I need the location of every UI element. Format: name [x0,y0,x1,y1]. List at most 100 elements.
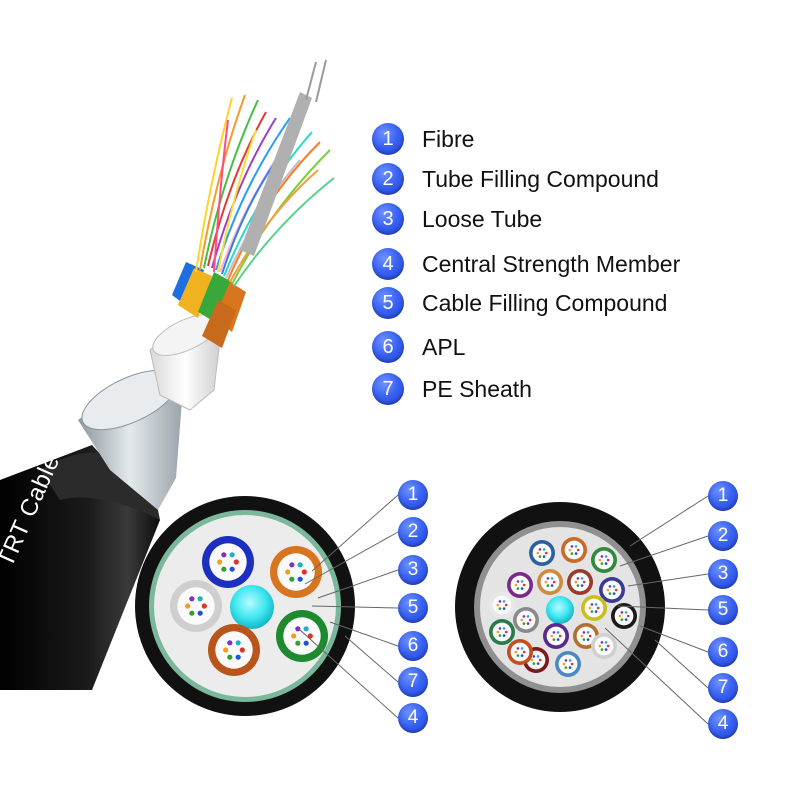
fibre-dot [522,615,526,618]
legend-item-cable-filling-compound: 5 Cable Filling Compound [372,286,667,320]
fibre-dot [189,610,195,616]
fibre-dot [558,634,562,638]
fibre-dot [588,606,592,610]
fibre-dot [544,551,548,555]
callout-left-7: 7 [398,667,428,697]
fibre-dot [197,610,203,616]
fibre-dot [618,614,622,618]
fibre-dot [289,562,295,568]
callout-right-7: 7 [708,673,738,703]
legend-badge: 3 [372,203,404,235]
tube-orange-2 [202,300,236,348]
fibre-dot [574,545,578,548]
callout-left-2: 2 [398,517,428,547]
fibre-dot [606,558,610,562]
fibre-dot [552,580,556,584]
fibre-dot [536,662,540,665]
fibre-dot [498,627,502,630]
loose-tube [270,546,322,598]
fibre-dot [498,607,502,610]
fibre-dot [564,666,568,669]
fibre-dot [520,654,524,657]
fibre-dot [562,662,566,666]
fibre-dot [223,647,229,653]
fibre-dot [526,622,530,625]
legend-badge: 5 [372,287,404,319]
fibre-dot [528,618,532,622]
cross-section-right [455,502,665,712]
loose-tube [507,572,533,598]
fibre-dot [600,641,604,644]
fibre-dot [586,631,590,634]
fibre-dot [590,603,594,606]
loose-tube [489,592,515,618]
fibre-dot [516,647,520,650]
fibre-dot [239,647,245,653]
fibre-dot [217,559,223,565]
fibre-dot [221,566,227,572]
fibre-dot [504,603,508,607]
loose-tube [611,603,637,629]
fibre-dot [594,603,598,606]
callout-right-4: 4 [708,709,738,739]
fibre-dot [600,648,604,651]
fibre-dot [608,585,612,588]
cross-section-left [135,496,355,716]
callout-left-6: 6 [398,631,428,661]
fibre-dot [606,644,610,648]
fibre-dot [598,558,602,562]
legend-badge: 2 [372,163,404,195]
loose-tube [537,569,563,595]
loose-tube [507,639,533,665]
legend-badge: 6 [372,331,404,363]
loose-tube [591,633,617,659]
callout-right-3: 3 [708,559,738,589]
loose-tube [561,537,587,563]
legend-label: Loose Tube [422,205,543,232]
callout-left-4: 4 [398,703,428,733]
fibre-dot [536,655,540,658]
fibre-dot [570,552,574,555]
fibre-dot [596,606,600,610]
loose-tube [555,651,581,677]
fibre-dot [568,659,572,662]
fibre-dot [303,626,309,632]
fibre-dot [588,634,592,638]
central-member [230,585,274,629]
fibre-dot [303,640,309,646]
fibre-dot [502,627,506,630]
fibre-dot [550,634,554,638]
fibre-dot [520,587,524,590]
fibre-dot [582,638,586,641]
legend-item-fibre: 1 Fibre [372,122,474,156]
fibre-dot [538,555,542,558]
fibre-dot [227,654,233,660]
legend-label: PE Sheath [422,375,532,402]
fibre-dot [504,630,508,634]
fibre-dot [546,577,550,580]
fibre-dot [542,548,546,551]
legend-item-pe-sheath: 7 PE Sheath [372,372,532,406]
fibre-dot [229,552,235,558]
fibre-dot [520,580,524,583]
fibre-dot [530,658,534,662]
loose-tube [581,595,607,621]
fibre-dot [550,584,554,587]
fibre-dot [307,633,313,639]
fibre-dot [516,580,520,583]
callout-right-2: 2 [708,521,738,551]
fibre-dot [620,618,624,621]
fibre-dot [229,566,235,572]
fibre-dot [496,603,500,607]
fibre-dot [580,577,584,580]
fibre-dot [556,631,560,634]
fibre-dot [568,548,572,552]
callout-right-1: 1 [708,481,738,511]
fibre-dot [522,650,526,654]
fibre-dot [550,577,554,580]
fibre-dot [594,610,598,613]
central-strength-member-exposed [240,59,327,256]
fibre-dot [516,587,520,590]
